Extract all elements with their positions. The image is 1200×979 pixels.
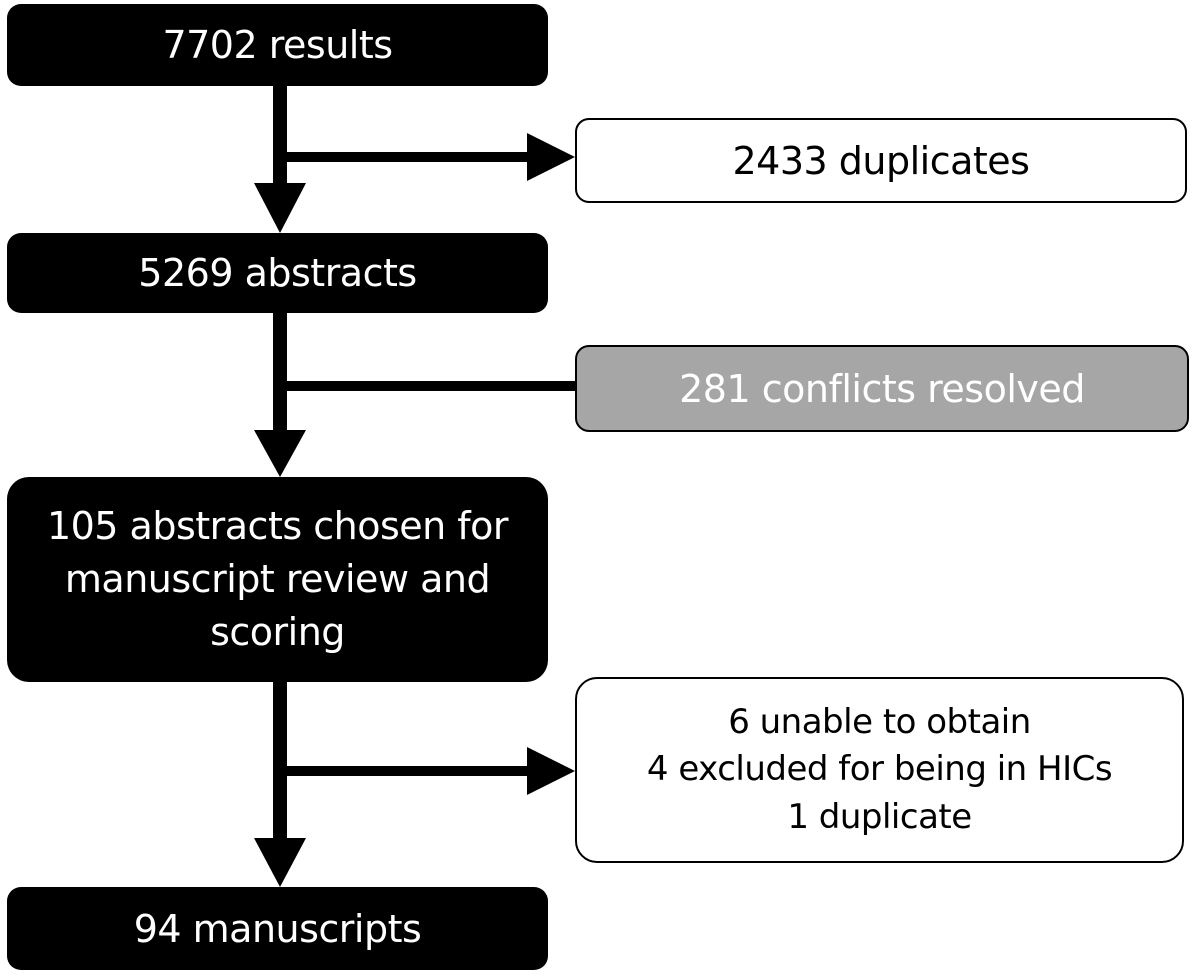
- manuscripts-box: 94 manuscripts: [7, 887, 548, 970]
- results-label: 7702 results: [162, 23, 393, 67]
- chosen-line-1: 105 abstracts chosen for: [46, 503, 509, 548]
- excluded-line-1: 6 unable to obtain: [728, 701, 1031, 742]
- abstracts-box: 5269 abstracts: [7, 233, 548, 313]
- arrow-abstracts-to-chosen: [254, 313, 306, 477]
- duplicates-label: 2433 duplicates: [732, 138, 1030, 183]
- arrow-to-duplicates: [287, 133, 575, 181]
- abstracts-label: 5269 abstracts: [138, 251, 417, 295]
- duplicates-box: 2433 duplicates: [575, 118, 1187, 203]
- excluded-line-3: 1 duplicate: [787, 796, 972, 837]
- chosen-line-2: manuscript review and: [64, 556, 491, 601]
- arrow-chosen-to-manuscripts: [254, 682, 306, 887]
- conflicts-box: 281 conflicts resolved: [575, 345, 1189, 432]
- chosen-box: 105 abstracts chosen for manuscript revi…: [7, 477, 548, 682]
- line-to-conflicts: [287, 381, 577, 391]
- arrow-to-excluded: [287, 747, 575, 795]
- arrow-results-to-abstracts: [254, 86, 306, 233]
- excluded-box: 6 unable to obtain 4 excluded for being …: [575, 677, 1184, 863]
- results-box: 7702 results: [7, 4, 548, 86]
- conflicts-label: 281 conflicts resolved: [679, 366, 1085, 411]
- excluded-line-2: 4 excluded for being in HICs: [646, 749, 1113, 790]
- chosen-line-3: scoring: [210, 610, 345, 655]
- manuscripts-label: 94 manuscripts: [133, 906, 422, 951]
